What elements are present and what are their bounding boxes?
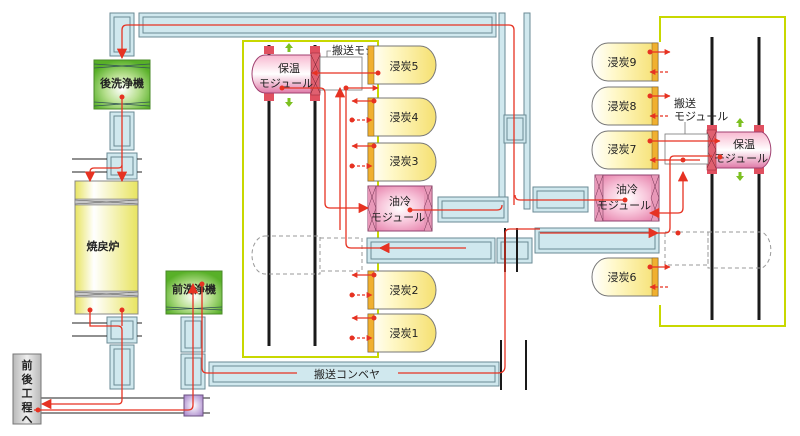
carburizing-chamber-5[interactable]: 浸炭5	[367, 45, 437, 85]
carburizing-chamber-9-label: 浸炭9	[608, 56, 637, 69]
to-next-process-char-1: 前	[22, 358, 33, 372]
conveyor-vertical-rail-2	[523, 12, 531, 210]
carburizing-chamber-2[interactable]: 浸炭2	[367, 270, 437, 310]
right-carburizing-zone	[659, 16, 786, 327]
oil-cool-module-left-label-2: モジュール	[371, 211, 425, 224]
carburizing-chamber-9[interactable]: 浸炭9	[591, 42, 659, 82]
flow-dots	[35, 49, 723, 413]
ghost-module-positions	[251, 231, 772, 275]
conveyor-vertical-rail-1	[498, 12, 506, 210]
carburizing-chamber-4[interactable]: 浸炭4	[367, 97, 437, 137]
heat-module-left-label-1: 保温	[278, 61, 300, 75]
to-next-process[interactable]: 前 後 工 程 へ	[12, 353, 42, 426]
carburizing-chamber-6[interactable]: 浸炭6	[591, 257, 659, 297]
door-arrows-left	[311, 70, 379, 341]
transfer-module-right-label-1: 搬送	[674, 96, 696, 110]
oil-cool-module-right[interactable]: 油冷 モジュール	[594, 174, 660, 222]
arrow-down-icon	[736, 172, 744, 181]
heat-module-right[interactable]: 保温 モジュール	[706, 125, 772, 174]
carburizing-chamber-1[interactable]: 浸炭1	[367, 313, 437, 353]
heat-module-left-label-2: モジュール	[259, 77, 313, 90]
pre-washer[interactable]: 前洗浄機	[165, 270, 223, 315]
transfer-module-right-label-2: モジュール	[674, 110, 728, 123]
heat-module-right-label-1: 保温	[733, 137, 755, 151]
flow-lines	[34, 24, 712, 411]
post-washer-label: 後洗浄機	[100, 76, 144, 90]
oil-cool-module-left-label-1: 油冷	[389, 194, 411, 208]
carburizing-chamber-7[interactable]: 浸炭7	[591, 130, 659, 170]
conveyors	[106, 12, 660, 390]
carburizing-chamber-3-label: 浸炭3	[390, 155, 419, 168]
oil-cool-module-right-label-2: モジュール	[597, 199, 651, 212]
heat-module-left[interactable]: 保温 モジュール	[251, 46, 321, 101]
carburizing-chamber-8-label: 浸炭8	[608, 100, 637, 113]
oil-cool-module-left[interactable]: 油冷 モジュール	[367, 185, 433, 232]
carburizing-chamber-3[interactable]: 浸炭3	[367, 142, 437, 182]
to-next-process-char-2: 後	[22, 372, 34, 386]
to-next-process-char-5: へ	[22, 413, 33, 426]
door-arrows-right	[649, 49, 721, 290]
carburizing-chamber-4-label: 浸炭4	[390, 111, 419, 124]
carburizing-chamber-6-label: 浸炭6	[608, 271, 637, 284]
carburizing-chamber-7-label: 浸炭7	[608, 143, 637, 156]
to-next-process-char-3: 工	[22, 387, 33, 400]
arrow-up-icon	[285, 43, 293, 52]
transfer-module-right[interactable]: 搬送 モジュール	[664, 96, 728, 165]
carburizing-chamber-5-label: 浸炭5	[390, 60, 419, 73]
conveyor-vertical-mid	[503, 114, 527, 144]
tempering-furnace-label: 焼戻炉	[87, 239, 120, 253]
transfer-conveyor-label: 搬送コンベヤ	[314, 367, 380, 381]
heat-module-right-label-2: モジュール	[714, 152, 768, 165]
to-next-process-char-4: 程	[22, 400, 33, 414]
carburizing-chamber-2-label: 浸炭2	[390, 284, 419, 297]
tempering-furnace[interactable]: 焼戻炉	[74, 180, 139, 315]
carburizing-chamber-8[interactable]: 浸炭8	[591, 86, 659, 126]
pre-washer-label: 前洗浄機	[172, 282, 216, 296]
arrow-up-icon	[736, 118, 744, 127]
arrow-down-icon	[285, 98, 293, 107]
oil-cool-module-right-label-1: 油冷	[616, 182, 638, 196]
carburizing-chamber-1-label: 浸炭1	[390, 327, 419, 340]
